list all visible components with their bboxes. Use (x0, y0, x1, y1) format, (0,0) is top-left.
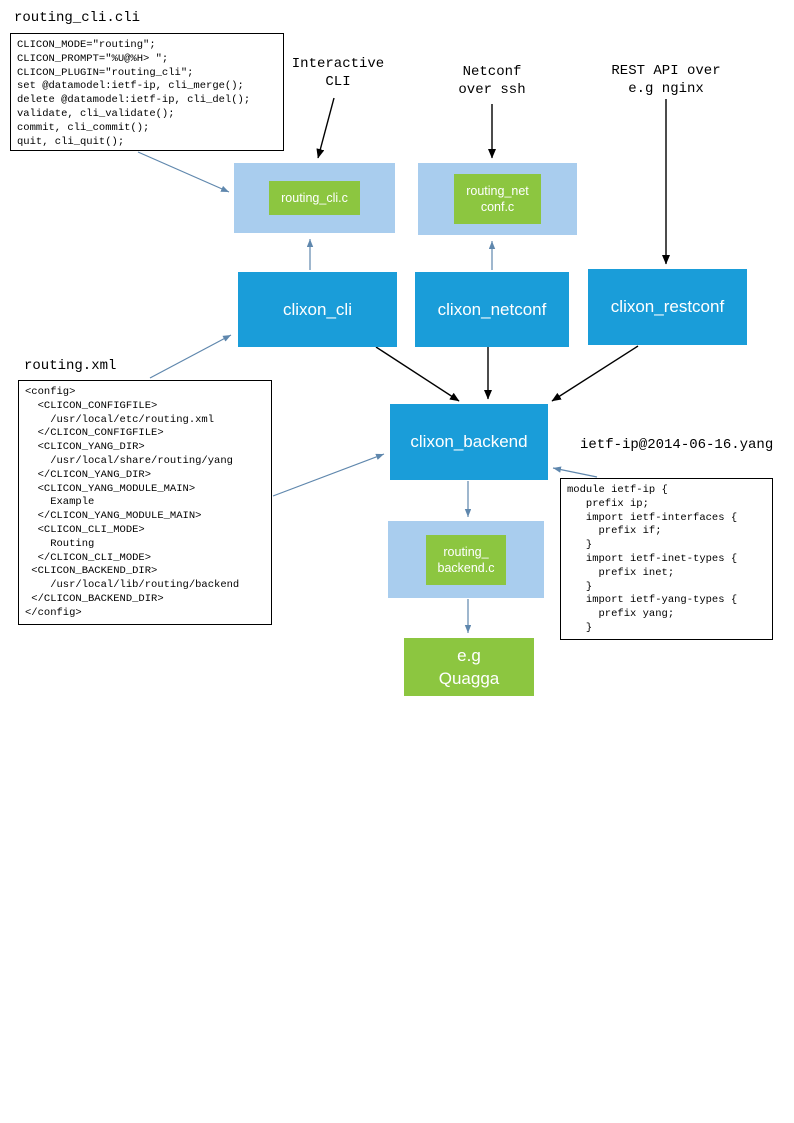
clixon-cli-box: clixon_cli (238, 272, 397, 347)
arrow-yang-to-clixon-backend (552, 466, 598, 478)
arrow-xml-to-clixon-backend (272, 453, 385, 497)
arrow-interactive-cli-to-routing-cli-plugin (316, 97, 335, 159)
routing-backend-plugin: routing_ backend.c (425, 534, 507, 585)
netconf-over-ssh-label: Netconf over ssh (458, 64, 526, 98)
routing-backend-plugin-container: routing_ backend.c (388, 521, 544, 598)
arrow-clixon-cli-to-backend (375, 346, 460, 402)
quagga-box: e.g Quagga (404, 638, 534, 696)
clixon-netconf-box: clixon_netconf (415, 272, 569, 347)
rest-api-label: REST API over e.g nginx (611, 63, 721, 97)
cli-file-title: routing_cli.cli (14, 10, 141, 26)
clixon-backend-box: clixon_backend (390, 404, 548, 480)
arrow-clixon-restconf-to-backend (551, 345, 639, 402)
arrow-xml-to-clixon-cli (149, 334, 232, 379)
yang-module-box: module ietf-ip { prefix ip; import ietf-… (560, 478, 773, 640)
cli-code-box: CLICON_MODE="routing"; CLICON_PROMPT="%U… (10, 33, 284, 151)
clixon-restconf-box: clixon_restconf (588, 269, 747, 345)
routing-cli-plugin-container: routing_cli.c (234, 163, 395, 233)
interactive-cli-label: Interactive CLI (291, 56, 385, 90)
xml-file-title: routing.xml (24, 358, 117, 374)
routing-cli-plugin: routing_cli.c (269, 181, 360, 215)
routing-netconf-plugin-container: routing_net conf.c (418, 163, 577, 235)
arrow-cli-file-to-routing-cli-plugin (137, 151, 230, 193)
xml-config-box: <config> <CLICON_CONFIGFILE> /usr/local/… (18, 380, 272, 625)
routing-netconf-plugin: routing_net conf.c (454, 174, 541, 224)
yang-file-title: ietf-ip@2014-06-16.yang (580, 437, 774, 453)
